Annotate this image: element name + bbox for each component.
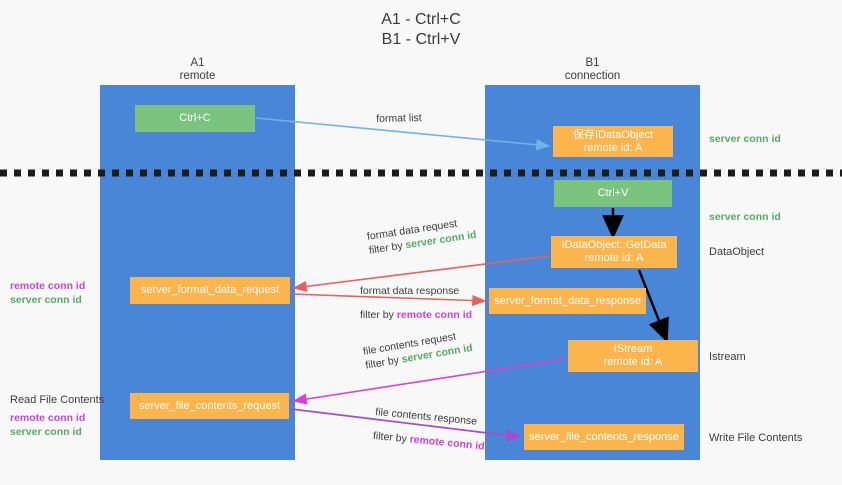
node-server-file-contents-response[interactable]: server_file_contents_response — [524, 424, 684, 450]
node-istream-title: IStream — [613, 343, 653, 355]
lane-a1-name: A1 — [190, 57, 205, 69]
filter-prefix: filter by — [372, 429, 411, 446]
node-getdata-title: IDataObject::GetData — [561, 239, 667, 251]
node-server-format-data-request-label: server_format_data_request — [140, 284, 280, 296]
label-server-conn-id-1: server conn id — [10, 294, 82, 306]
annotation-format-data-response-filter: filter by remote conn id — [360, 308, 472, 322]
node-server-file-contents-request[interactable]: server_file_contents_request — [130, 393, 289, 419]
node-ctrl-c[interactable]: Ctrl+C — [135, 105, 255, 132]
label-conn-ids-format: remote conn id server conn id — [10, 279, 85, 307]
lane-a1-sub: remote — [179, 70, 216, 82]
lane-b1-name: B1 — [585, 57, 600, 69]
label-dataobject: DataObject — [709, 246, 765, 258]
label-istream: Istream — [709, 351, 746, 363]
label-server-conn-id-top: server conn id — [709, 133, 781, 145]
node-server-format-data-request[interactable]: server_format_data_request — [130, 277, 290, 304]
annotation-format-data-response: format data response filter by remote co… — [360, 284, 472, 322]
annotation-file-contents-response-filter: filter by remote conn id — [372, 429, 485, 454]
label-read-file-contents: Read File Contents — [10, 394, 105, 406]
lane-header-a1: A1 remote — [100, 57, 295, 83]
node-istream[interactable]: IStream remote id: A — [568, 340, 698, 372]
node-save-idataobject-sub: remote id: A — [583, 141, 643, 154]
node-getdata-sub: remote id: A — [584, 252, 644, 264]
filter-prefix: filter by — [368, 239, 407, 257]
label-server-conn-id-mid: server conn id — [709, 211, 781, 223]
node-ctrl-v[interactable]: Ctrl+V — [554, 180, 672, 207]
node-server-file-contents-response-label: server_file_contents_response — [529, 430, 679, 443]
node-ctrl-v-label: Ctrl+V — [597, 187, 629, 199]
title-line-2: B1 - Ctrl+V — [381, 31, 461, 48]
page-title: A1 - Ctrl+C B1 - Ctrl+V — [0, 10, 842, 50]
filter-value-remote-conn-id: remote conn id — [409, 433, 486, 453]
annotation-file-contents-response: file contents response filter by remote … — [372, 405, 487, 454]
filter-prefix: filter by — [360, 309, 397, 321]
node-istream-sub: remote id: A — [603, 356, 663, 368]
node-ctrl-c-label: Ctrl+C — [179, 112, 211, 124]
node-idataobject-getdata[interactable]: IDataObject::GetData remote id: A — [551, 236, 677, 268]
label-remote-conn-id-1: remote conn id — [10, 280, 86, 292]
annotation-format-list: format list — [376, 112, 422, 125]
label-conn-ids-file: remote conn id server conn id — [10, 411, 85, 439]
title-line-1: A1 - Ctrl+C — [381, 11, 461, 28]
node-server-format-data-response-label: server_format_data_response — [494, 294, 641, 307]
node-server-file-contents-request-label: server_file_contents_request — [138, 399, 281, 412]
annotation-format-data-request: format data request filter by server con… — [366, 214, 477, 258]
node-save-idataobject[interactable]: 保存IDataObject remote id: A — [553, 126, 673, 157]
label-server-conn-id-2: server conn id — [10, 426, 82, 438]
lane-b1-sub: connection — [564, 70, 621, 82]
annotation-format-data-response-text: format data response — [360, 285, 460, 297]
label-remote-conn-id-2: remote conn id — [10, 412, 86, 424]
annotation-file-contents-response-text: file contents response — [374, 405, 478, 428]
filter-value-remote-conn-id: remote conn id — [396, 309, 473, 321]
node-save-idataobject-title: 保存IDataObject — [572, 128, 654, 141]
node-server-format-data-response[interactable]: server_format_data_response — [489, 288, 646, 314]
label-write-file-contents: Write File Contents — [709, 432, 803, 444]
lane-header-b1: B1 connection — [485, 57, 700, 83]
phase-divider — [0, 169, 842, 177]
annotation-file-contents-request: file contents request filter by server c… — [362, 327, 474, 373]
